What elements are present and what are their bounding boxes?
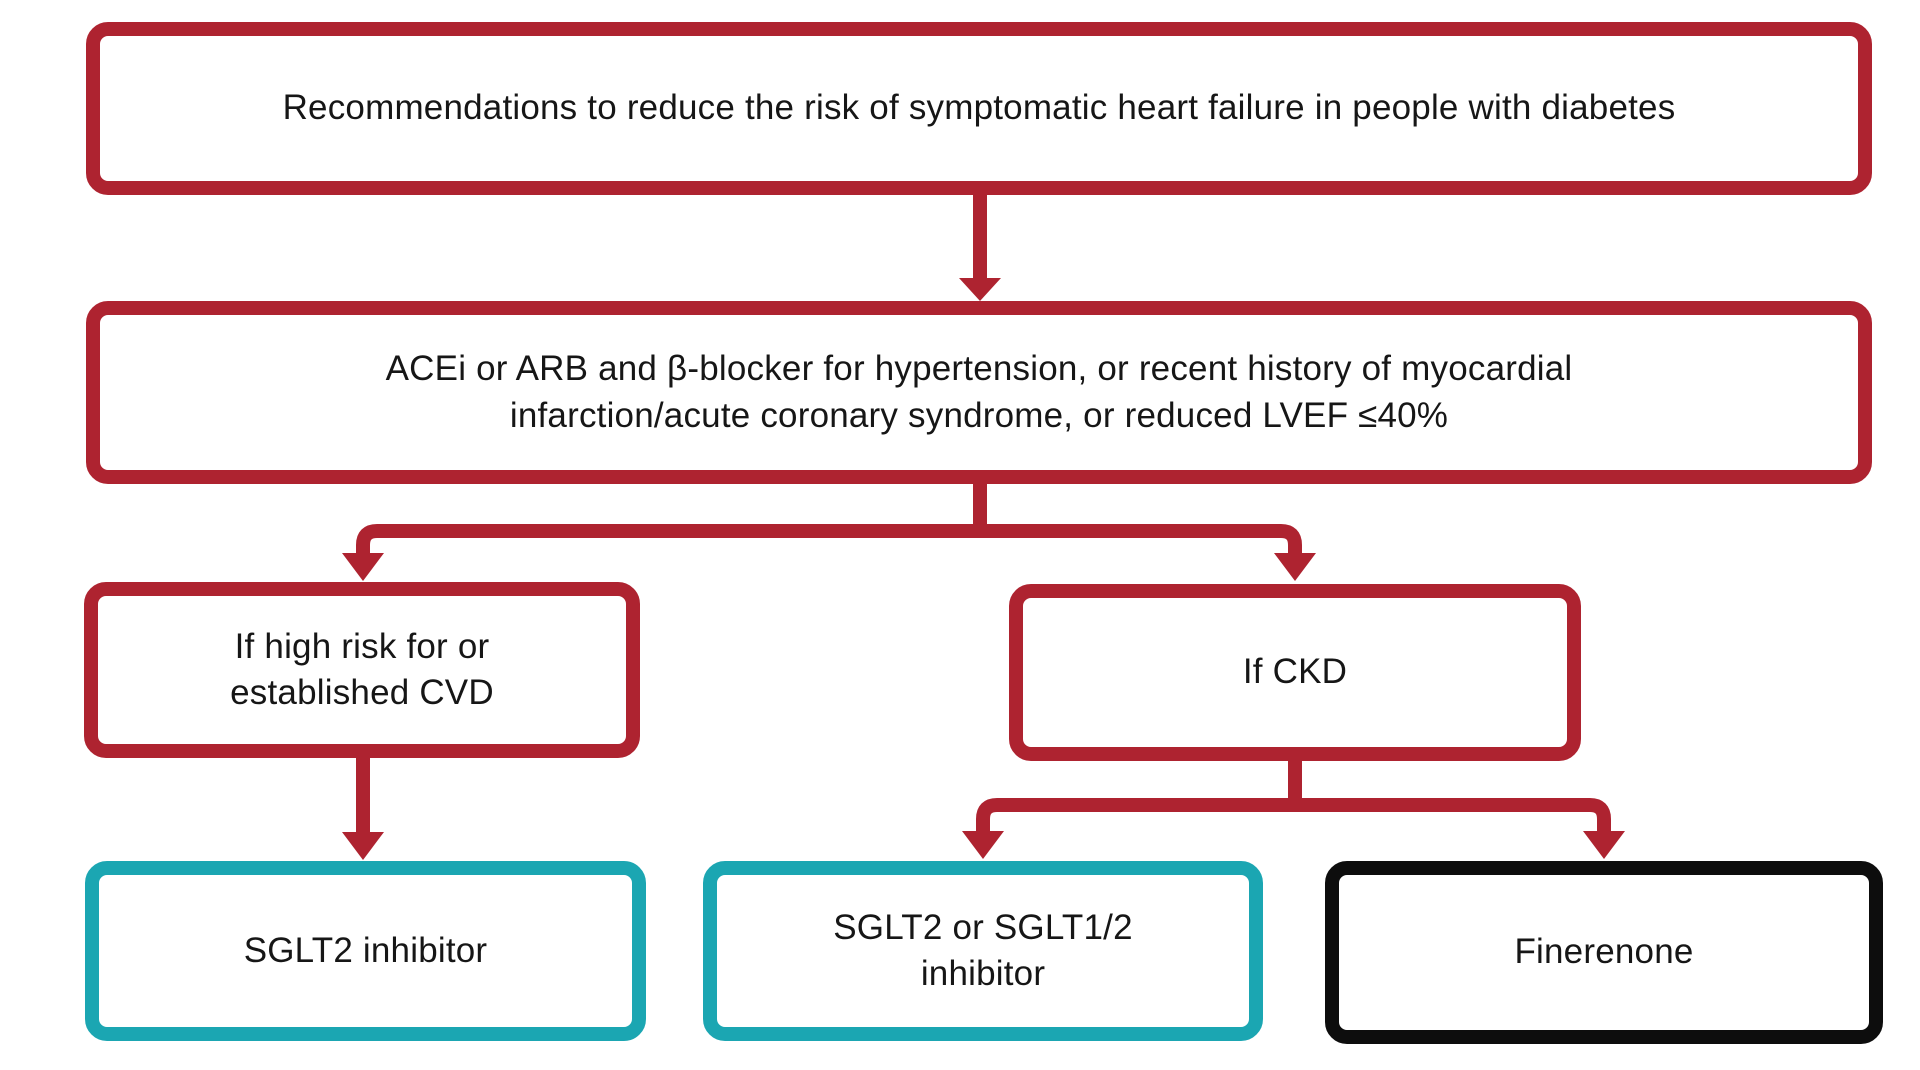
node-first-line-therapy-label: ACEi or ARB and β-blocker for hypertensi… (385, 349, 1573, 435)
edge-arrow-ckd-to-sglt12 (962, 761, 1302, 859)
edge-arrow-recommendation-to-therapy (959, 195, 1001, 301)
node-sglt2-inhibitor: SGLT2 inhibitor (85, 861, 646, 1041)
node-if-high-risk-or-established-cvd: If high risk for or established CVD (84, 582, 640, 758)
node-sglt2-label: SGLT2 inhibitor (243, 930, 488, 970)
node-finerenone: Finerenone (1325, 861, 1883, 1044)
node-recommendation: Recommendations to reduce the risk of sy… (86, 22, 1872, 195)
node-if-ckd: If CKD (1009, 584, 1581, 761)
edge-arrow-ckd-to-finerenone (1295, 798, 1625, 859)
node-recommendation-label: Recommendations to reduce the risk of sy… (282, 88, 1676, 128)
node-ckd-label: If CKD (1242, 652, 1348, 692)
edge-arrow-therapy-to-ckd (980, 524, 1316, 581)
edge-arrow-cvd-to-sglt2 (342, 758, 384, 860)
node-first-line-therapy: ACEi or ARB and β-blocker for hypertensi… (86, 301, 1872, 484)
edge-arrow-therapy-to-cvd (342, 484, 987, 581)
node-sglt2-or-sglt12-inhibitor: SGLT2 or SGLT1/2 inhibitor (703, 861, 1263, 1041)
node-cvd-label: If high risk for or established CVD (230, 626, 494, 712)
node-sglt12-label: SGLT2 or SGLT1/2 inhibitor (833, 907, 1133, 993)
node-finerenone-label: Finerenone (1514, 932, 1694, 972)
